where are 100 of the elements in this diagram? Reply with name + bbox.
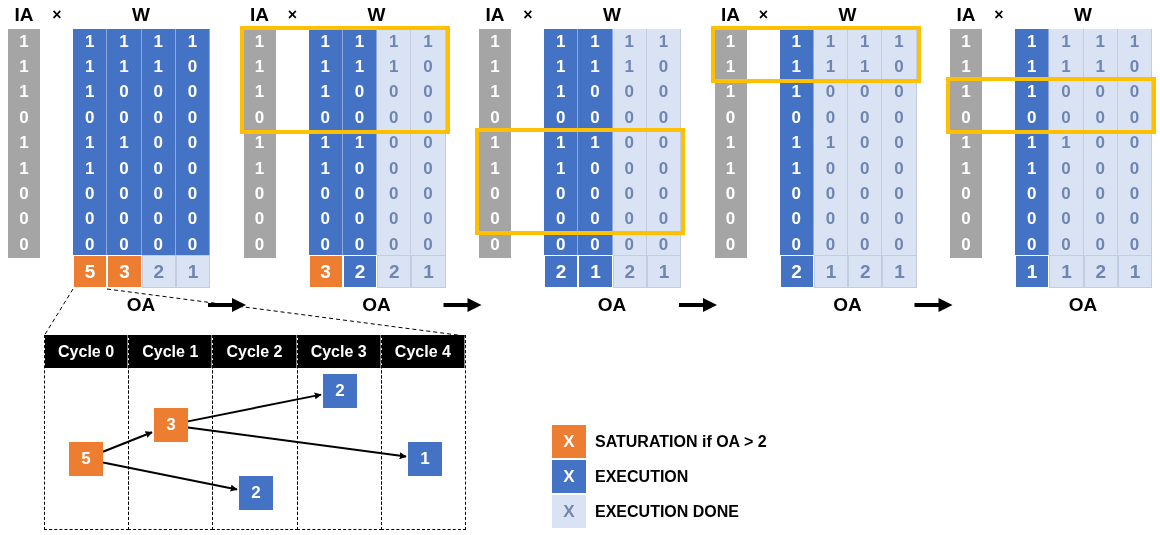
weight-value-cell: 0 [107, 156, 142, 182]
output-value-cell: 2 [377, 255, 412, 288]
input-value-cell: 1 [714, 54, 747, 80]
weight-value-cell: 1 [544, 79, 579, 106]
weight-value-cell: 0 [882, 54, 917, 80]
weight-value-cell: 1 [612, 29, 647, 55]
output-value-cell: 1 [175, 255, 211, 288]
weight-value-cell: 1 [848, 29, 883, 55]
weight-value-cell: 0 [578, 79, 613, 106]
column-header: Cycle 0 [45, 335, 129, 368]
weight-value-cell: 0 [882, 206, 917, 233]
weight-value-cell: 1 [1015, 29, 1050, 55]
input-value-cell: 0 [714, 105, 747, 131]
matrix-label: IA [249, 3, 270, 27]
weight-value-cell: 0 [175, 54, 211, 80]
weight-value-cell: 0 [107, 105, 142, 131]
weight-value-cell: 1 [73, 156, 108, 182]
weight-value-cell: 0 [1083, 156, 1118, 182]
matrix-label: OA [361, 293, 392, 317]
weight-value-cell: 0 [73, 232, 108, 258]
input-value-cell: 0 [479, 181, 511, 207]
input-value-cell: 0 [479, 105, 511, 131]
value-box: 2 [323, 374, 357, 408]
value-box: 3 [154, 408, 188, 442]
cycle-column [380, 335, 466, 530]
weight-value-cell: 1 [175, 29, 211, 55]
weight-value-cell: 1 [308, 79, 343, 106]
input-value-cell: 1 [714, 130, 747, 156]
weight-value-cell: 0 [779, 206, 814, 233]
legend-label: EXECUTION [595, 466, 689, 487]
weight-value-cell: 1 [411, 29, 446, 55]
weight-value-cell: 1 [1015, 79, 1050, 106]
weight-value-cell: 0 [377, 181, 412, 207]
matrix-label: OA [125, 293, 157, 317]
matrix-label: W [837, 3, 858, 27]
output-value-cell: 1 [1117, 255, 1153, 288]
weight-value-cell: 0 [175, 105, 211, 131]
weight-value-cell: 0 [544, 105, 579, 131]
weight-value-cell: 0 [107, 181, 142, 207]
matrix-label: IA [484, 3, 506, 27]
weight-value-cell: 0 [1049, 105, 1084, 131]
input-value-cell: 0 [243, 181, 276, 207]
value-box: 5 [69, 442, 103, 476]
output-value-cell: 2 [1083, 255, 1118, 288]
input-value-cell: 1 [950, 79, 982, 106]
weight-value-cell: 0 [848, 206, 883, 233]
input-value-cell: 0 [950, 181, 982, 207]
weight-value-cell: 1 [107, 54, 142, 80]
column-header: Cycle 4 [381, 335, 465, 368]
weight-value-cell: 1 [544, 130, 579, 156]
matrix-label: W [1073, 3, 1093, 27]
weight-value-cell: 1 [813, 54, 849, 80]
output-value-cell: 1 [578, 255, 613, 288]
weight-value-cell: 0 [848, 105, 883, 131]
weight-value-cell: 0 [1117, 156, 1153, 182]
weight-value-cell: 0 [411, 232, 446, 258]
weight-value-cell: 0 [1049, 79, 1084, 106]
weight-value-cell: 0 [578, 206, 613, 233]
weight-value-cell: 1 [73, 130, 108, 156]
weight-value-cell: 0 [779, 181, 814, 207]
weight-value-cell: 0 [848, 156, 883, 182]
output-value-cell: 1 [1049, 255, 1084, 288]
weight-value-cell: 1 [578, 29, 613, 55]
weight-value-cell: 0 [107, 206, 142, 233]
matrix-label: W [131, 3, 151, 27]
weight-value-cell: 0 [411, 54, 446, 80]
weight-value-cell: 1 [848, 54, 883, 80]
weight-value-cell: 0 [411, 181, 446, 207]
weight-value-cell: 0 [882, 156, 917, 182]
weight-value-cell: 1 [544, 156, 579, 182]
weight-value-cell: 0 [544, 206, 579, 233]
weight-value-cell: 0 [342, 156, 378, 182]
input-value-cell: 0 [479, 206, 511, 233]
input-value-cell: 1 [479, 79, 511, 106]
column-header: Cycle 3 [297, 335, 381, 368]
matrix-label: OA [596, 293, 628, 317]
weight-value-cell: 0 [1015, 206, 1050, 233]
weight-value-cell: 1 [1015, 54, 1050, 80]
weight-value-cell: 1 [646, 29, 682, 55]
weight-value-cell: 0 [578, 105, 613, 131]
weight-value-cell: 0 [848, 181, 883, 207]
weight-value-cell: 0 [882, 232, 917, 258]
weight-value-cell: 1 [107, 29, 142, 55]
matrix-label: IA [720, 3, 741, 27]
weight-value-cell: 0 [308, 105, 343, 131]
weight-value-cell: 0 [1015, 181, 1050, 207]
weight-value-cell: 0 [646, 156, 682, 182]
matrix-label: IA [13, 3, 35, 27]
weight-value-cell: 1 [1083, 29, 1118, 55]
output-value-cell: 3 [107, 255, 142, 288]
weight-value-cell: 0 [377, 105, 412, 131]
weight-value-cell: 0 [646, 54, 682, 80]
input-value-cell: 1 [479, 29, 511, 55]
weight-value-cell: 1 [1117, 29, 1153, 55]
weight-value-cell: 0 [578, 156, 613, 182]
times-sign: × [993, 5, 1005, 25]
weight-value-cell: 0 [1083, 181, 1118, 207]
weight-value-cell: 1 [779, 130, 814, 156]
weight-value-cell: 0 [411, 79, 446, 106]
input-value-cell: 1 [479, 54, 511, 80]
